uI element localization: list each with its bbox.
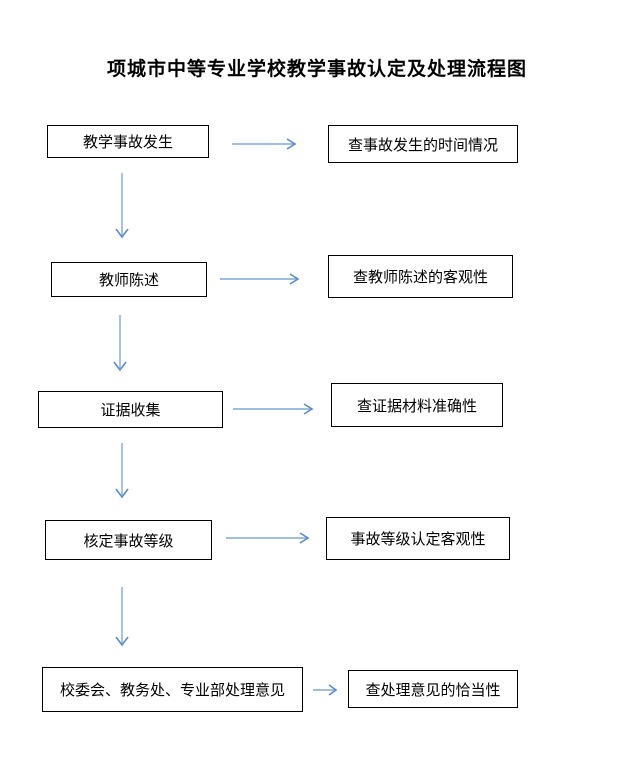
right-arrow-row1 [232,138,297,150]
step-box-accident-occurs: 教学事故发生 [47,125,209,158]
step-box-committee-opinion: 校委会、教务处、专业部处理意见 [42,667,303,712]
check-box-evidence-accuracy: 查证据材料准确性 [331,383,503,427]
step-box-evidence-collection: 证据收集 [38,391,223,428]
down-arrow-2 [113,315,127,372]
right-arrow-row2 [220,273,300,285]
right-arrow-row3 [233,403,314,415]
step-box-accident-grade: 核定事故等级 [45,520,212,560]
check-box-opinion-appropriateness: 查处理意见的恰当性 [348,670,518,708]
check-box-statement-objectivity: 查教师陈述的客观性 [328,255,513,298]
check-box-grade-objectivity: 事故等级认定客观性 [326,517,510,560]
step-box-teacher-statement: 教师陈述 [51,262,207,297]
down-arrow-1 [115,173,129,239]
page-title: 项城市中等专业学校教学事故认定及处理流程图 [106,59,527,80]
down-arrow-3 [115,443,129,499]
down-arrow-4 [115,587,129,647]
right-arrow-row5 [313,684,338,696]
check-box-accident-time: 查事故发生的时间情况 [328,125,518,163]
right-arrow-row4 [226,532,310,544]
